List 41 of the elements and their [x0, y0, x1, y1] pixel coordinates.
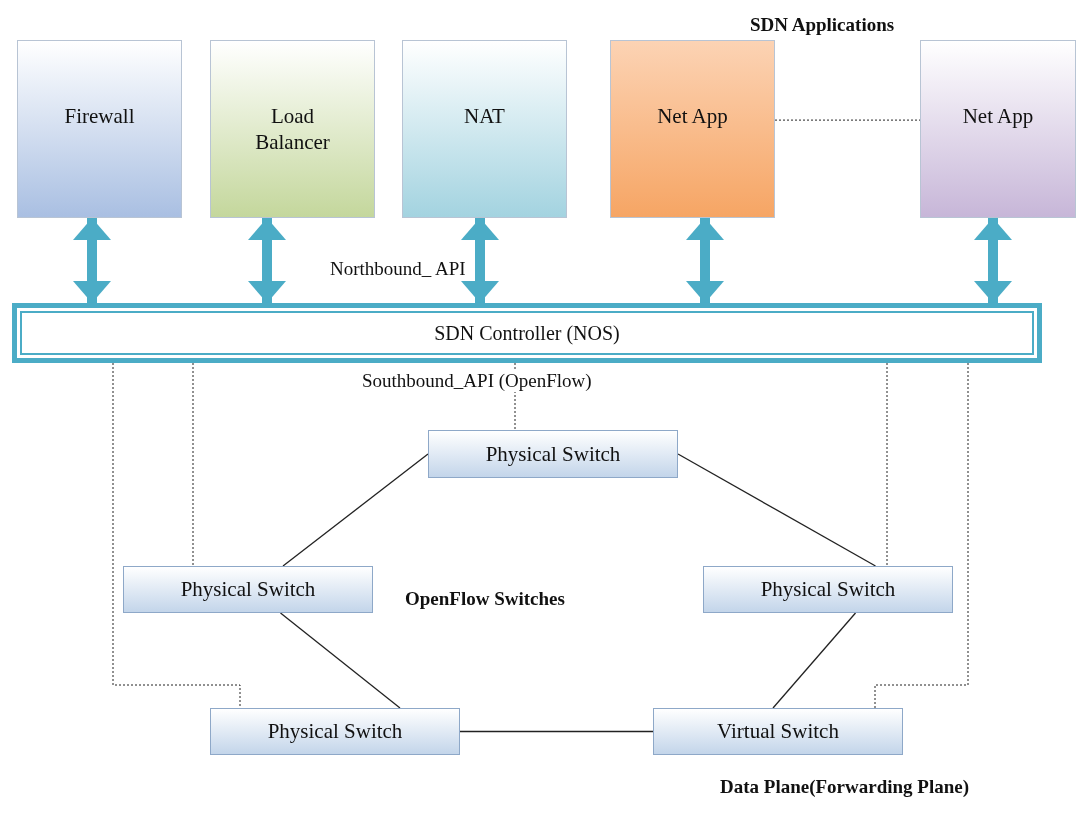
dotted-connector [112, 362, 241, 709]
node-label: Physical Switch [760, 576, 896, 603]
application-box [610, 40, 775, 218]
node-label: Net App [962, 103, 1034, 130]
node-label: Firewall [64, 103, 135, 130]
application-box [402, 40, 567, 218]
double-arrow [461, 218, 499, 303]
text-label: Data Plane(Forwarding Plane) [720, 776, 970, 798]
node-label: Load Balancer [254, 103, 331, 156]
node-label: Net App [657, 103, 728, 130]
node-label: SDN Controller (NOS) [434, 320, 620, 346]
switch-box [703, 566, 953, 613]
text-label: Northbound_ API [330, 258, 466, 280]
node-label: Physical Switch [485, 440, 621, 468]
link-line [677, 453, 877, 567]
link-line [459, 730, 654, 733]
double-arrow [686, 218, 724, 303]
text-label: Southbound_API (OpenFlow) [362, 370, 592, 392]
double-arrow [73, 218, 111, 303]
double-arrow [974, 218, 1012, 303]
node-label: Physical Switch [180, 576, 316, 603]
dotted-connector [874, 362, 969, 709]
node-label: Virtual Switch [717, 718, 839, 745]
node-label: Physical Switch [267, 718, 403, 745]
node-label: NAT [464, 103, 505, 130]
application-box [920, 40, 1076, 218]
double-arrow [248, 218, 286, 303]
switch-box [653, 708, 903, 755]
link-line [282, 453, 429, 567]
dotted-connector [886, 362, 888, 567]
application-box [210, 40, 375, 218]
application-box [17, 40, 182, 218]
switch-box [210, 708, 460, 755]
text-label: SDN Applications [750, 14, 895, 36]
text-label: OpenFlow Switches [405, 588, 565, 610]
switch-box [123, 566, 373, 613]
switch-box [428, 430, 678, 478]
link-line [772, 612, 857, 709]
link-line [279, 612, 401, 709]
controller-box [12, 303, 1042, 363]
dotted-connector [192, 362, 194, 567]
